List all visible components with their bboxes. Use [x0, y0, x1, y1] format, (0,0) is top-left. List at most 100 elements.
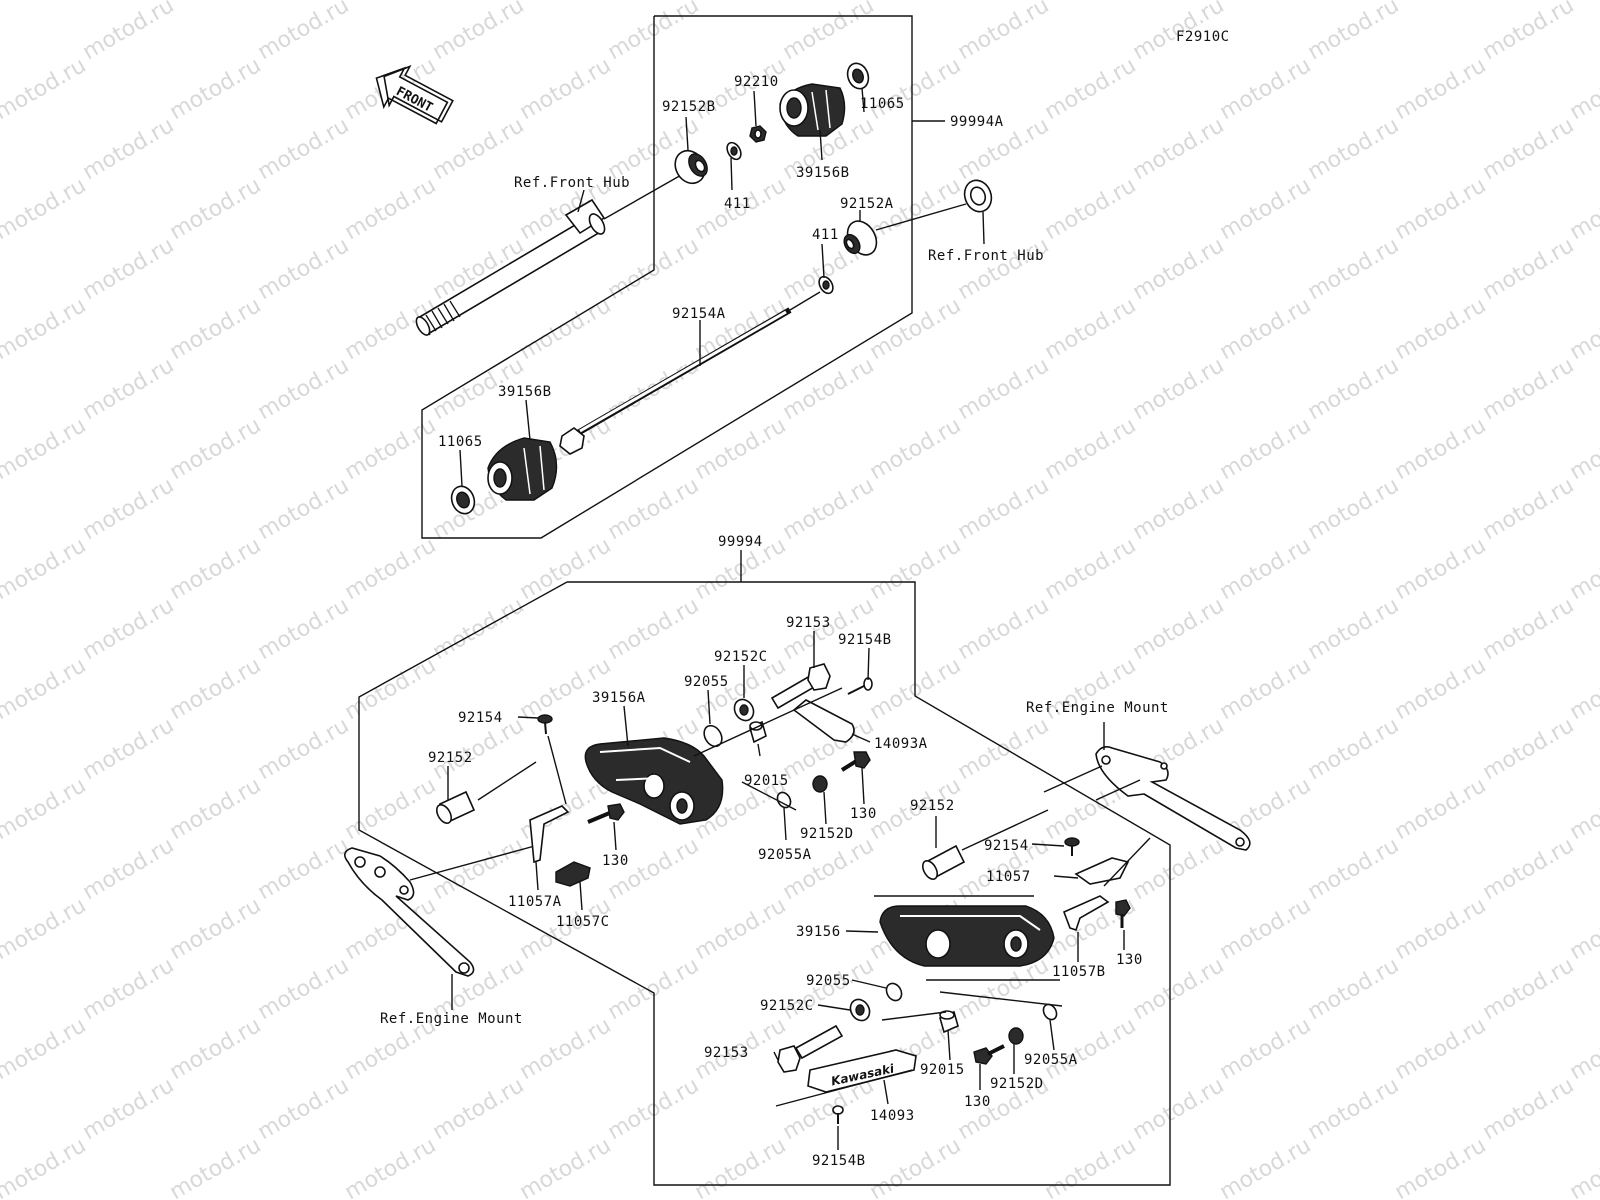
watermark-text: motod.ru	[1216, 893, 1316, 965]
watermark-text: motod.ru	[0, 893, 90, 965]
label-92152-left: 92152	[428, 750, 473, 766]
watermark-text: motod.ru	[254, 473, 354, 545]
watermark-text: motod.ru	[516, 293, 616, 365]
watermark-text: motod.ru	[79, 833, 179, 905]
bracket-11057b	[1062, 895, 1110, 932]
watermark-text: motod.ru	[1304, 0, 1404, 65]
clip-11057c	[555, 861, 591, 887]
washer-92055-top	[703, 724, 723, 748]
watermark-text: motod.ru	[866, 293, 966, 365]
washer-92055-bottom	[885, 982, 903, 1002]
watermark-text: motod.ru	[341, 773, 441, 845]
watermark-text: motod.ru	[516, 53, 616, 125]
label-11065-top: 11065	[860, 96, 905, 112]
watermark-text: motod.ru	[1129, 353, 1229, 425]
watermark-text: motod.ru	[341, 173, 441, 245]
watermark-text: motod.ru	[341, 0, 441, 5]
bolt-92153-bottom	[777, 1024, 844, 1073]
watermark-text: motod.ru	[1129, 113, 1229, 185]
watermark-text: motod.ru	[779, 473, 879, 545]
watermark-text: motod.ru	[0, 53, 90, 125]
watermark-text: motod.ru	[166, 173, 266, 245]
collar-92152a	[843, 220, 878, 256]
label-130-left: 130	[602, 853, 629, 869]
screw-92154-right	[1064, 837, 1080, 856]
watermark-text: motod.ru	[1129, 953, 1229, 1025]
watermark-text: motod.ru	[79, 1073, 179, 1145]
watermark-text: motod.ru	[0, 773, 90, 845]
watermark-text: motod.ru	[79, 113, 179, 185]
watermark-text: motod.ru	[1304, 953, 1404, 1025]
label-92154b-bottom: 92154B	[812, 1153, 866, 1169]
watermark-text: motod.ru	[166, 1133, 266, 1200]
watermark-text: motod.ru	[1129, 473, 1229, 545]
label-92152-right: 92152	[910, 798, 955, 814]
watermark-text: motod.ru	[1566, 53, 1600, 125]
bolt-130-right	[1115, 899, 1131, 928]
watermark-text: motod.ru	[866, 413, 966, 485]
label-92152c-top: 92152C	[714, 649, 768, 665]
watermark-text: motod.ru	[1216, 653, 1316, 725]
watermark-text: motod.ru	[779, 833, 879, 905]
front-hub-bearing-right	[963, 179, 993, 213]
label-99994: 99994	[718, 534, 763, 550]
watermark-text: motod.ru	[0, 413, 90, 485]
watermark-text: motod.ru	[341, 653, 441, 725]
watermark-text: motod.ru	[779, 0, 879, 65]
watermark-text: motod.ru	[1041, 293, 1141, 365]
watermark-text: motod.ru	[1566, 773, 1600, 845]
engine-mount-bracket-right	[1095, 746, 1251, 851]
watermark-text: motod.ru	[1391, 653, 1491, 725]
watermark-text: motod.ru	[254, 113, 354, 185]
watermark-text: motod.ru	[1216, 0, 1316, 5]
front-axle	[415, 169, 691, 336]
watermark-text: motod.ru	[1566, 1133, 1600, 1200]
watermark-text: motod.ru	[516, 1013, 616, 1085]
watermark-text: motod.ru	[691, 1133, 791, 1200]
label-92153-bottom: 92153	[704, 1045, 749, 1061]
watermark-text: motod.ru	[1041, 0, 1141, 5]
watermark-text: motod.ru	[79, 0, 179, 65]
label-411-mid: 411	[812, 227, 839, 243]
label-ref-front-hub-right: Ref.Front Hub	[928, 248, 1044, 264]
watermark-text: motod.ru	[954, 0, 1054, 65]
spacer-92015-bottom	[939, 1010, 959, 1034]
watermark-text: motod.ru	[1129, 233, 1229, 305]
watermark-text: motod.ru	[254, 233, 354, 305]
label-39156b-top: 39156B	[796, 165, 850, 181]
label-92154b-top: 92154B	[838, 632, 892, 648]
watermark-text: motod.ru	[1216, 293, 1316, 365]
label-92153-top: 92153	[786, 615, 831, 631]
watermark-text: motod.ru	[79, 233, 179, 305]
watermark-text: motod.ru	[254, 0, 354, 65]
label-11057b: 11057B	[1052, 964, 1106, 980]
watermark-text: motod.ru	[0, 293, 90, 365]
label-130-right: 130	[1116, 952, 1143, 968]
label-130-bottom: 130	[964, 1094, 991, 1110]
watermark-text: motod.ru	[166, 413, 266, 485]
watermark-text: motod.ru	[1566, 893, 1600, 965]
watermark-text: motod.ru	[604, 473, 704, 545]
watermark-text: motod.ru	[79, 473, 179, 545]
watermark-text: motod.ru	[1216, 1133, 1316, 1200]
watermark-text: motod.ru	[1479, 593, 1579, 665]
watermark-text: motod.ru	[254, 713, 354, 785]
spacer-92152-left	[435, 790, 476, 824]
watermark-text: motod.ru	[254, 593, 354, 665]
label-411-top: 411	[724, 196, 751, 212]
label-92210: 92210	[734, 74, 779, 90]
watermark-text: motod.ru	[1566, 533, 1600, 605]
label-ref-front-hub-left: Ref.Front Hub	[514, 175, 630, 191]
watermark-text: motod.ru	[341, 413, 441, 485]
label-ref-engine-mount-left: Ref.Engine Mount	[380, 1011, 523, 1027]
group-boundary-99994	[358, 581, 1171, 1186]
watermark-text: motod.ru	[166, 1013, 266, 1085]
label-14093a: 14093A	[874, 736, 928, 752]
washer-92055a-bottom	[1042, 1003, 1058, 1021]
label-39156b-bottom: 39156B	[498, 384, 552, 400]
watermark-text: motod.ru	[1479, 833, 1579, 905]
collar-92152c-top	[733, 698, 755, 722]
bracket-11057a	[529, 805, 570, 864]
label-11057a: 11057A	[508, 894, 562, 910]
